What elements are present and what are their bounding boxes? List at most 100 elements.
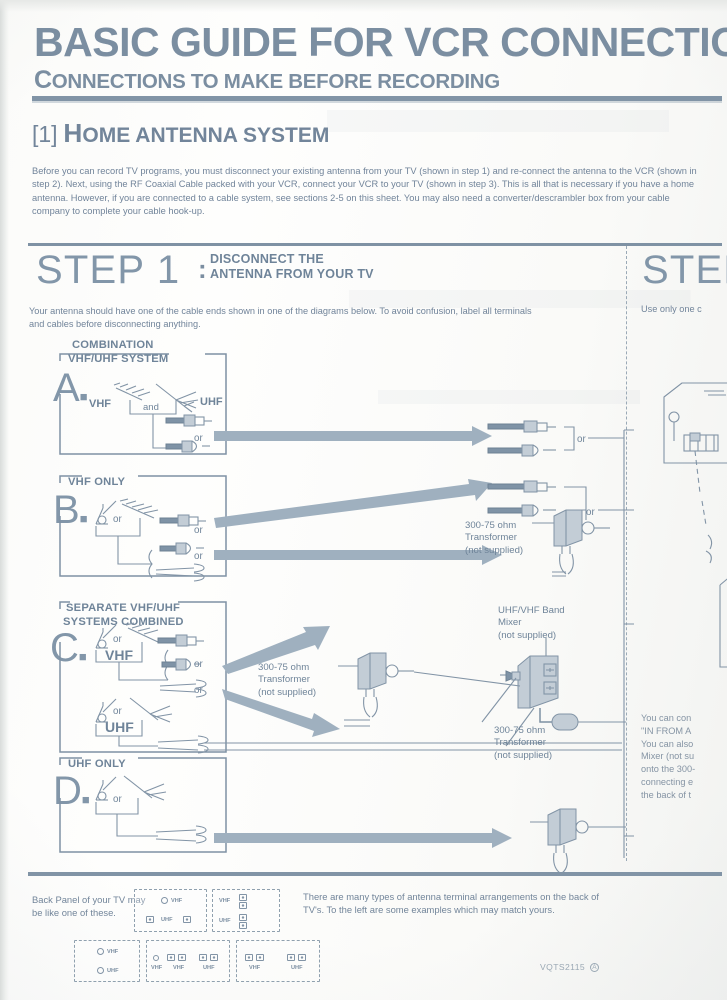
push-on-connector-icon: [165, 440, 210, 453]
screw-terminal-icon: [298, 954, 306, 961]
group-a-diagram: [59, 353, 227, 455]
step-2-line: the back of t: [641, 789, 692, 800]
coax-terminal-icon: [97, 967, 104, 974]
f-connector-icon: [487, 480, 556, 493]
coax-terminal-icon: [97, 948, 104, 955]
transformer-c-mid-callout: 300-75 ohm Transformer (not supplied): [258, 662, 316, 699]
step-2-line: connecting e: [641, 776, 694, 787]
mixer-input-line: [413, 671, 521, 687]
group-a-label-line1: COMBINATION: [72, 339, 154, 351]
transformer-b-callout: 300-75 ohm Transformer (not supplied): [465, 520, 523, 557]
group-c-vhf-label: VHF: [105, 647, 133, 663]
step-1-note: Your antenna should have one of the cabl…: [29, 306, 532, 329]
transformer-c-line3: (not supplied): [494, 749, 553, 761]
group-a-label-line2: VHF/UHF SYSTEM: [68, 353, 169, 365]
flow-arrow-a: [214, 426, 492, 446]
balun-transformer-d-icon: [530, 808, 626, 874]
group-a-and-label: and: [143, 402, 159, 413]
transformer-c-line2: Transformer: [494, 737, 546, 749]
group-c-letter: C■: [50, 626, 87, 670]
transformer-b-line2: Transformer: [465, 532, 517, 544]
panel-5-label-1: VHF: [249, 965, 261, 971]
step-2-line: You can also: [641, 738, 694, 749]
group-c-or-label-2: or: [113, 706, 122, 717]
panel-3-vhf-label: VHF: [107, 949, 119, 955]
screw-terminal-icon: [146, 916, 154, 923]
screw-terminal-icon: [167, 954, 175, 961]
backpanel-example-1: VHF UHF: [134, 889, 207, 932]
section-1-number: [1]: [32, 121, 58, 147]
terminal-arrangements-text: There are many types of antenna terminal…: [303, 891, 599, 915]
f-connector-icon: [159, 514, 206, 527]
step-1-title: STEP 1: [36, 248, 181, 292]
flow-arrow-b1: [214, 479, 492, 528]
push-on-connector-icon: [161, 658, 200, 671]
balun-transformer-b-icon: [532, 509, 610, 577]
flow-arrow-c2: [222, 689, 340, 737]
transformer-b-line1: 300-75 ohm: [465, 520, 517, 531]
antenna-diagrams: COMBINATION VHF/UHF SYSTEM A■ VHF and UH…: [0, 330, 727, 875]
step-2-line: Mixer (not su: [641, 751, 695, 762]
group-b-or-label-3: or: [194, 551, 203, 562]
group-a-or-label: or: [194, 433, 203, 444]
transformer-c-line1: 300-75 ohm: [494, 725, 546, 736]
group-a-uhf-label: UHF: [200, 396, 223, 408]
screw-terminal-icon: [239, 914, 247, 921]
step-2-line: onto the 300-: [641, 764, 696, 775]
twin-lead-spade-icon: [155, 825, 207, 844]
flow-arrow-c1: [222, 626, 330, 674]
backpanel-example-2: VHF UHF: [212, 889, 280, 932]
screw-terminal-icon: [239, 894, 247, 901]
group-c-or-label-1: or: [113, 634, 122, 645]
panel-3-uhf-label: UHF: [107, 968, 119, 974]
group-c-label-line1: SEPARATE VHF/UHF: [66, 602, 181, 614]
group-a-letter: A■: [53, 366, 88, 410]
screw-terminal-icon: [210, 954, 218, 961]
push-on-connector-icon: [487, 504, 556, 517]
or-label-right-a: or: [577, 434, 586, 445]
transformer-c-mid-line2: Transformer: [258, 674, 310, 686]
group-d-letter: D■: [53, 769, 90, 813]
mixer-line2: Mixer: [498, 617, 522, 629]
f-connector-icon: [487, 420, 556, 433]
panel-4-label-2: VHF: [173, 965, 185, 971]
group-b-or-label-1: or: [113, 514, 122, 525]
group-c-label-line2: SYSTEMS COMBINED: [63, 616, 184, 628]
coax-terminal-icon: [153, 955, 159, 961]
step-1-colon: :: [198, 254, 207, 284]
group-c-or-label-4: or: [194, 685, 203, 696]
screw-terminal-icon: [287, 954, 295, 961]
group-c-diagram: [59, 601, 227, 754]
screw-terminal-icon: [239, 902, 247, 909]
section-1-heading: [1] HOME ANTENNA SYSTEM: [32, 120, 329, 146]
masthead-rule: [32, 96, 722, 103]
transformer-c-mid-line3: (not supplied): [258, 686, 317, 698]
footer-revision-mark: A: [590, 963, 600, 972]
screw-terminal-icon: [256, 954, 264, 961]
transformer-c-callout: 300-75 ohm Transformer (not supplied): [494, 725, 552, 762]
screw-terminal-icon: [199, 954, 207, 961]
twin-lead-spade-icon: [159, 679, 207, 698]
group-b-label: VHF ONLY: [68, 476, 126, 488]
panel-4-label-3: UHF: [203, 965, 215, 971]
screw-terminal-icon: [183, 916, 191, 923]
screw-terminal-icon: [239, 922, 247, 929]
transformer-b-line3: (not supplied): [465, 544, 524, 556]
push-on-connector-icon: [487, 444, 556, 457]
section-rule: [28, 243, 722, 246]
mixer-line1: UHF/VHF Band: [498, 605, 565, 616]
right-bus-line: [623, 429, 634, 858]
panel-5-label-2: UHF: [291, 965, 303, 971]
group-d-label: UHF ONLY: [68, 758, 126, 770]
flow-arrow-b2: [214, 545, 502, 565]
terminations-b: [487, 480, 624, 520]
panel-2-uhf-label: UHF: [219, 918, 231, 924]
or-label-right-b: or: [586, 507, 595, 518]
push-on-connector-icon: [159, 542, 204, 555]
step-2-paragraph: You can con "IN FROM A You can also Mixe…: [641, 712, 727, 802]
footer-rule: [28, 872, 722, 876]
twin-lead-spade-icon: [155, 563, 205, 582]
group-b-diagram: [59, 475, 227, 582]
footer-code-text: VQTS2115: [540, 962, 586, 972]
